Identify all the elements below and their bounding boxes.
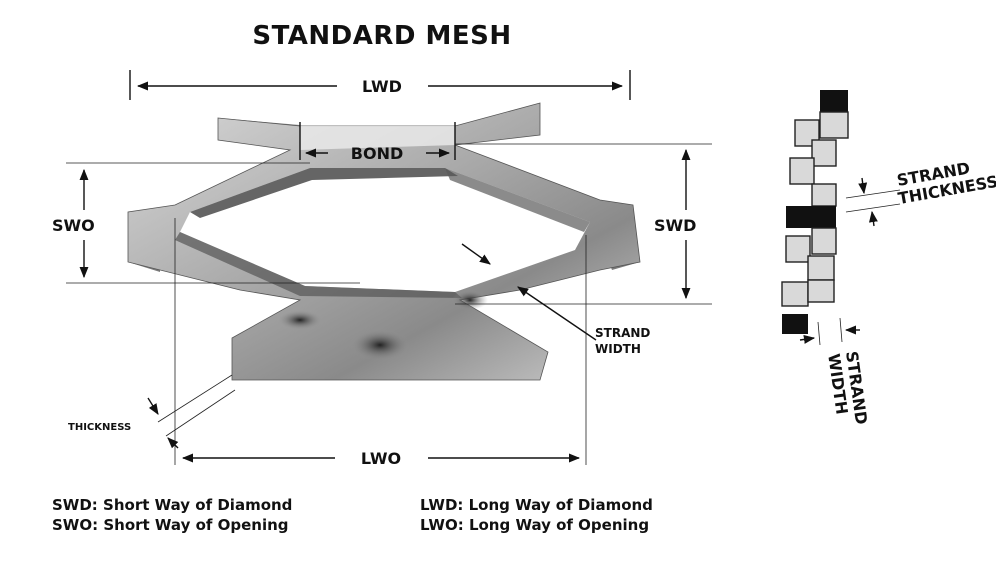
dimension-lines bbox=[66, 70, 712, 465]
strand-width-label-line2: WIDTH bbox=[595, 342, 641, 356]
legend-lwd: LWD: Long Way of Diamond bbox=[420, 496, 653, 514]
bond-label: BOND bbox=[351, 144, 403, 163]
thickness-label: THICKNESS bbox=[68, 422, 131, 433]
mesh-shape bbox=[127, 102, 641, 381]
lwo-label: LWO bbox=[361, 449, 401, 468]
lwd-label: LWD bbox=[362, 77, 402, 96]
legend-swo: SWO: Short Way of Opening bbox=[52, 516, 289, 534]
side-view bbox=[781, 90, 901, 346]
legend-lwo: LWO: Long Way of Opening bbox=[420, 516, 649, 534]
swd-label: SWD bbox=[654, 216, 696, 235]
legend-swd: SWD: Short Way of Diamond bbox=[52, 496, 292, 514]
page-title: STANDARD MESH bbox=[252, 21, 511, 51]
strand-width-label-line1: STRAND bbox=[595, 326, 650, 340]
swo-label: SWO bbox=[52, 216, 95, 235]
legend: SWD: Short Way of Diamond SWO: Short Way… bbox=[52, 496, 653, 534]
